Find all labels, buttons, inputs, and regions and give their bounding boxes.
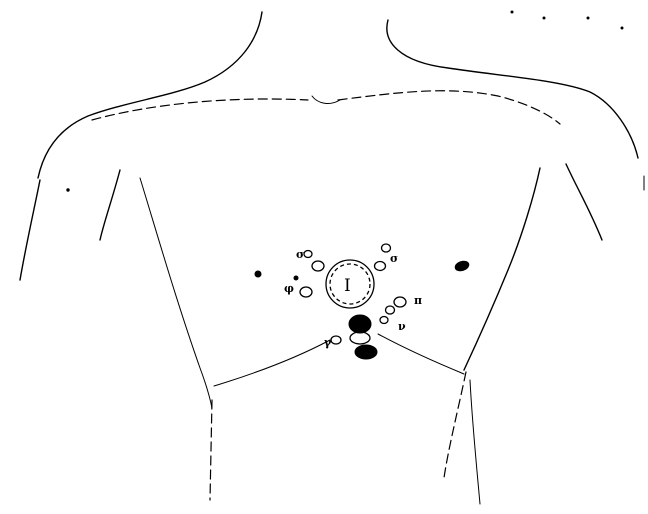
- marker-label: σ: [296, 248, 304, 261]
- dot-marker: [255, 271, 261, 277]
- marker-label: σ: [390, 252, 398, 265]
- dot-marker: [294, 276, 298, 280]
- speck: [587, 17, 589, 19]
- speck: [67, 189, 69, 191]
- ring-marker: [312, 261, 324, 271]
- marker-label: ν: [398, 320, 406, 333]
- ring-marker: [386, 306, 395, 314]
- filled-marker: [355, 345, 377, 359]
- speck: [621, 27, 623, 29]
- speck: [543, 17, 545, 19]
- left-flank-line: [210, 400, 212, 500]
- ring-marker: [350, 332, 370, 344]
- marker-label: φ: [284, 282, 294, 295]
- marker-label: π: [414, 294, 422, 307]
- right-axilla: [464, 168, 540, 370]
- left-clavicle: [92, 99, 308, 120]
- right-arm-outline: [566, 164, 602, 240]
- neck-left-line: [38, 12, 262, 178]
- neck-right-line: [387, 20, 638, 158]
- ring-marker: [331, 336, 341, 344]
- left-arm-outline: [20, 180, 40, 280]
- left-axilla: [100, 170, 120, 240]
- right-flank-line: [444, 372, 466, 478]
- ring-marker: [382, 244, 391, 252]
- ring-marker: [304, 251, 312, 258]
- ring-marker: [380, 317, 388, 324]
- speck: [511, 11, 513, 13]
- ring-marker: [394, 297, 406, 307]
- right-clavicle: [338, 91, 560, 124]
- left-costal-margin: [214, 340, 330, 386]
- ring-marker: [300, 287, 312, 297]
- sternal-notch: [312, 96, 340, 103]
- marker-label: γ: [324, 336, 332, 349]
- filled-marker: [454, 260, 470, 273]
- filled-marker: [349, 315, 371, 333]
- right-flank-inner: [470, 380, 480, 504]
- right-costal-margin: [378, 334, 464, 374]
- left-chest-side: [140, 178, 212, 408]
- ring-marker: [375, 262, 386, 271]
- central-label: I: [344, 276, 351, 296]
